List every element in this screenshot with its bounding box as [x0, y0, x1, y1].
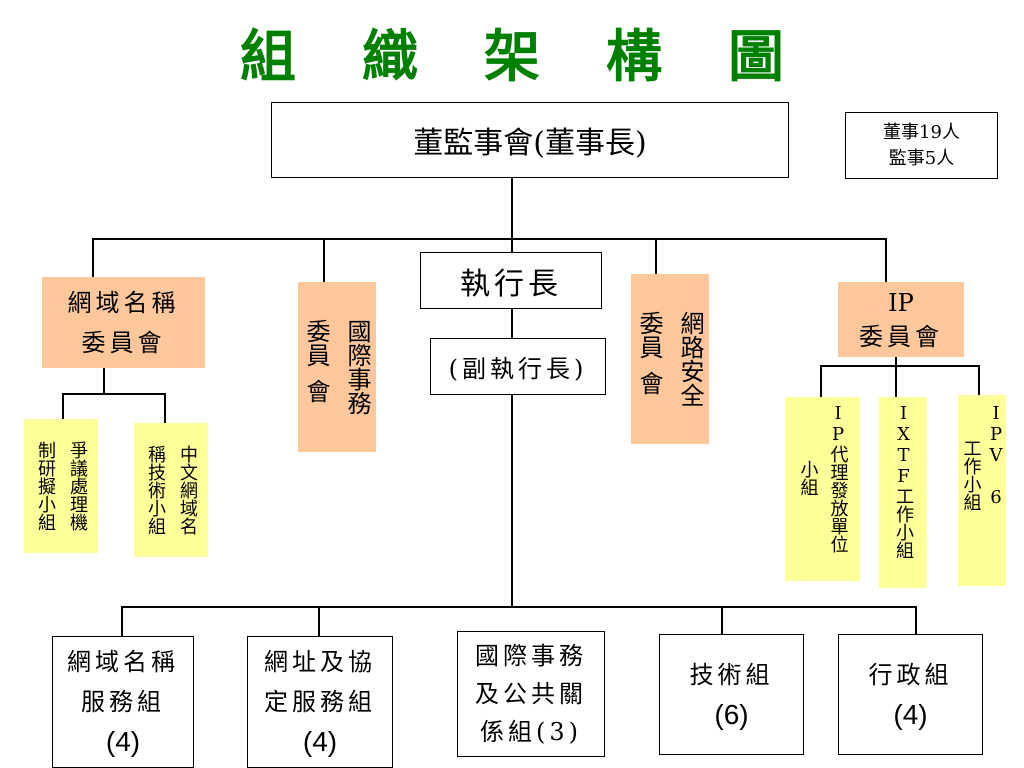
bottom-group-line: 網址及協: [264, 648, 376, 676]
connector-to-security-committee: [655, 238, 657, 274]
bottom-group-line: 網域名稱: [67, 648, 179, 676]
connector-to-domain-sub-1: [62, 393, 64, 419]
intl-committee-col: 委員: [302, 319, 330, 367]
board-label: 董監事會(董事長): [413, 126, 647, 161]
connector-top-bus: [92, 238, 887, 240]
chinese-domain-group-col: 中文網域名: [177, 445, 198, 535]
directors-count: 董事19人: [883, 121, 960, 143]
ip-allocation-group-col: 小組: [797, 460, 819, 496]
connector-to-bottom-1: [121, 606, 123, 636]
board-box: 董監事會(董事長): [271, 102, 789, 178]
chinese-domain-group-col: 稱技術小組: [145, 445, 166, 535]
domain-service-group-box: 網域名稱 服務組 (4): [52, 636, 194, 768]
connector-bottom-bus: [121, 606, 916, 608]
bottom-group-count: (4): [105, 726, 141, 757]
title-char: 架: [484, 24, 540, 90]
dispute-group-col: 爭議處理機: [67, 441, 88, 531]
security-committee-col: 安全: [676, 359, 704, 407]
bottom-group-count: (4): [893, 698, 928, 730]
connector-to-bottom-5: [915, 606, 917, 634]
domain-committee-box: 網域名稱 委員會: [42, 277, 205, 368]
ixtf-group-label: IXTF工作小組: [893, 403, 914, 559]
intl-committee-col: 會: [302, 379, 330, 403]
connector-to-ip-sub-2: [895, 365, 897, 397]
deputy-ceo-label: (副執行長): [448, 355, 588, 383]
security-committee-col: 會: [635, 371, 663, 395]
bottom-group-count: (6): [714, 698, 749, 730]
connector-to-bottom-2: [318, 606, 320, 636]
connector-to-ip-sub-3: [978, 365, 980, 395]
connector-to-intl-committee: [323, 238, 325, 282]
board-counts-box: 董事19人 監事5人: [845, 112, 998, 179]
deputy-ceo-box: (副執行長): [430, 338, 606, 395]
address-protocol-group-box: 網址及協 定服務組 (4): [247, 636, 393, 768]
chart-title: 組 織 架 構 圖: [0, 22, 1024, 92]
connector-deputy-down: [511, 395, 513, 607]
connector-to-ceo: [511, 238, 513, 252]
connector-ip-sub-bus: [820, 365, 980, 367]
title-char: 圖: [728, 24, 784, 90]
security-committee-col: 網路: [676, 311, 704, 359]
bottom-group-line: 服務組: [81, 688, 165, 716]
title-char: 構: [606, 24, 662, 90]
intl-committee-box: 國際 委員 事務 會: [298, 282, 376, 452]
title-char: 組: [240, 24, 296, 90]
ceo-label: 執行長: [460, 266, 562, 302]
ip-allocation-group-box: IP代理發放單位 小組: [785, 397, 860, 581]
bottom-group-line: 技術組: [689, 660, 774, 689]
intl-committee-col: 國際: [343, 319, 371, 367]
admin-group-box: 行政組 (4): [838, 634, 983, 755]
security-committee-box: 網路 委員 安全 會: [631, 274, 709, 444]
connector-to-ip-sub-1: [820, 365, 822, 397]
security-committee-col: 委員: [635, 311, 663, 359]
technical-group-box: 技術組 (6): [659, 634, 804, 755]
ip-committee-line2: 委員會: [859, 322, 943, 351]
bottom-group-line: 係組(3): [480, 718, 582, 746]
ip-allocation-group-col: IP代理發放單位: [827, 403, 849, 553]
supervisors-count: 監事5人: [888, 147, 955, 169]
ip-committee-box: IP 委員會: [838, 282, 964, 357]
chinese-domain-tech-group-box: 中文網域名 稱技術小組: [134, 423, 208, 557]
connector-to-domain-sub-2: [164, 393, 166, 423]
ipv6-group-col: IPV 6: [985, 402, 1007, 508]
connector-domain-down: [103, 368, 105, 394]
intl-public-relations-group-box: 國際事務 及公共關 係組(3): [457, 631, 605, 757]
connector-domain-sub-bus: [62, 393, 166, 395]
bottom-group-line: 行政組: [868, 660, 953, 689]
dispute-policy-group-box: 爭議處理機 制研擬小組: [24, 419, 98, 553]
domain-committee-line2: 委員會: [81, 328, 166, 357]
connector-to-bottom-4: [721, 606, 723, 634]
ipv6-group-col: 工作小組: [960, 439, 982, 511]
connector-to-domain-committee: [92, 238, 94, 278]
connector-board-down: [511, 178, 513, 240]
ip-committee-line1: IP: [888, 288, 914, 317]
bottom-group-line: 定服務組: [264, 688, 376, 716]
bottom-group-line: 及公共關: [475, 680, 587, 708]
connector-ip-down: [895, 357, 897, 367]
title-char: 織: [362, 24, 418, 90]
dispute-group-col: 制研擬小組: [35, 441, 56, 531]
ixtf-group-box: IXTF工作小組: [879, 397, 927, 588]
ceo-box: 執行長: [420, 252, 602, 309]
domain-committee-line1: 網域名稱: [67, 288, 180, 317]
intl-committee-col: 事務: [343, 367, 371, 415]
bottom-group-count: (4): [302, 726, 338, 757]
bottom-group-line: 國際事務: [475, 642, 587, 670]
connector-ceo-deputy: [511, 308, 513, 338]
connector-to-ip-committee: [885, 238, 887, 282]
ipv6-group-box: IPV 6 工作小組: [958, 395, 1007, 586]
